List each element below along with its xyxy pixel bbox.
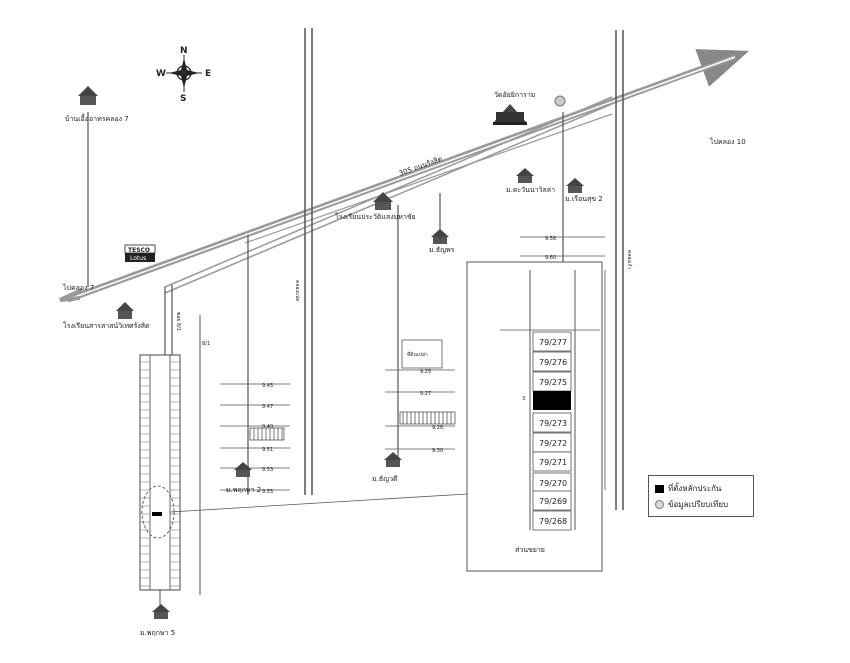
house-icon-tanapat bbox=[516, 168, 534, 183]
dist-f: 9.55 bbox=[262, 489, 273, 495]
label-tanapat: ม.ตะวันนาวิลล่า bbox=[506, 186, 555, 194]
dist-k: 9.58 bbox=[545, 236, 556, 242]
legend-row-collateral: ที่ตั้งหลักประกัน bbox=[655, 482, 721, 495]
compass-w: W bbox=[156, 69, 166, 79]
plot-cell bbox=[532, 331, 572, 352]
legend-row-comparison: ข้อมูลเปรียบเทียบ bbox=[655, 498, 728, 511]
dist-c: 9.49 bbox=[262, 424, 273, 430]
compass-rose-icon bbox=[166, 55, 202, 92]
to-klong10-label: ไปคลอง 10 bbox=[709, 137, 746, 146]
soi-3-building bbox=[399, 411, 456, 425]
collateral-swatch-icon bbox=[655, 484, 664, 493]
label-village-top-left: บ้านเอื้ออาทรคลอง 7 bbox=[65, 112, 129, 123]
to-klong7-label: ไปคลอง 7 bbox=[62, 283, 94, 292]
left-strip-plot-lines bbox=[140, 361, 180, 587]
compass-s: S bbox=[180, 94, 186, 104]
plot-cell bbox=[532, 490, 572, 511]
plot-cell bbox=[532, 451, 572, 472]
tesco-brand: TESCO bbox=[128, 247, 150, 254]
plot-number: 79/275 bbox=[539, 378, 567, 387]
plot-rows: 79/277 79/276 79/275 79/273 79/272 79/271 79/2… bbox=[532, 331, 572, 531]
dist-g: 9.25 bbox=[420, 369, 431, 375]
legend: ที่ตั้งหลักประกัน ข้อมูลเปรียบเทียบ bbox=[648, 475, 754, 517]
soi-3-building-hatch bbox=[402, 412, 452, 424]
soi-left-label: ซอย 8/1 bbox=[175, 312, 181, 331]
plot-number: 79/268 bbox=[539, 517, 567, 526]
plot-number: 79/269 bbox=[539, 497, 567, 506]
compass-n: N bbox=[180, 46, 188, 56]
tesco-name: Lotus bbox=[130, 255, 146, 262]
tesco-sign-bottom bbox=[125, 253, 155, 262]
temple-icon bbox=[493, 104, 527, 125]
house-icon-pruksa2 bbox=[234, 462, 252, 477]
left-housing-strip bbox=[139, 354, 181, 591]
plot-number: 79/270 bbox=[539, 479, 567, 488]
highway-305 bbox=[59, 49, 750, 303]
house-icon-village-top-left bbox=[78, 86, 98, 105]
soi-3-branches bbox=[385, 369, 455, 450]
label-ruenthong: ม.เรือนสุข 2 bbox=[565, 195, 603, 203]
detail-side-mark: 3 bbox=[522, 396, 525, 402]
plot-number: 79/277 bbox=[539, 338, 567, 347]
plot-number: 79/272 bbox=[539, 439, 567, 448]
dist-j: 9.30 bbox=[432, 448, 443, 454]
plot-number: 79/276 bbox=[539, 358, 567, 367]
soi-2-building bbox=[249, 427, 285, 441]
dist-b: 9.47 bbox=[262, 404, 273, 410]
label-thanyaporn: ม.ธัญพร bbox=[429, 246, 455, 254]
soi-2-branches bbox=[220, 383, 290, 491]
compass-e: E bbox=[205, 69, 211, 79]
dist-h: 9.27 bbox=[420, 391, 431, 397]
label-pruksa5: ม.พฤกษา 5 bbox=[140, 629, 175, 637]
vacant-land-box bbox=[401, 339, 443, 369]
legend-comparison-label: ข้อมูลเปรียบเทียบ bbox=[668, 500, 729, 509]
label-thanyawadee: ม.ธัญวดี bbox=[372, 475, 398, 483]
dist-l: 9.60 bbox=[545, 255, 556, 261]
label-pruksa2: ม.พฤกษา 2 bbox=[226, 486, 261, 494]
left-strip-marker bbox=[152, 512, 162, 516]
house-icon-school-left bbox=[116, 302, 134, 319]
zoom-link-line bbox=[169, 493, 468, 513]
label-school-top: โรงเรียนประวัติแสงมหาชัย bbox=[335, 212, 416, 221]
vacant-land-label: ที่ดินเปล่า bbox=[407, 351, 428, 358]
plot-cell bbox=[532, 510, 572, 531]
plot-cell bbox=[532, 351, 572, 372]
label-school-left: โรงเรียนสารสาสน์วิเทศรังสิต bbox=[63, 321, 150, 330]
legend-collateral-label: ที่ตั้งหลักประกัน bbox=[668, 484, 722, 493]
frontage-road-3 bbox=[244, 113, 613, 244]
dist-d: 9.51 bbox=[262, 447, 273, 453]
temple-label: วัดอัยยิการาม bbox=[494, 91, 535, 99]
dist-a: 9.45 bbox=[262, 383, 273, 389]
canal-9-label: คลองเก้า bbox=[626, 250, 633, 270]
collateral-plot bbox=[533, 391, 571, 410]
plot-number: 79/271 bbox=[539, 458, 567, 467]
plot-number: 79/273 bbox=[539, 419, 567, 428]
house-icon-pruksa5 bbox=[152, 604, 170, 619]
dist-i: 9.28 bbox=[432, 425, 443, 431]
house-icon-ruenthong bbox=[566, 178, 584, 193]
house-icon-thanyawadee bbox=[384, 452, 402, 467]
comparison-point bbox=[554, 95, 566, 107]
house-icon-school-top bbox=[373, 192, 393, 210]
canal-8-label: คลองแปด bbox=[294, 280, 300, 302]
house-icon-thanyaporn bbox=[431, 229, 449, 244]
soi-left-label-b: 8/1 bbox=[202, 341, 210, 347]
plot-cell bbox=[532, 412, 572, 433]
dist-e: 9.53 bbox=[262, 467, 273, 473]
comparison-swatch-icon bbox=[655, 500, 664, 509]
bottom-area-label: ส่วนขยาย bbox=[515, 546, 545, 554]
